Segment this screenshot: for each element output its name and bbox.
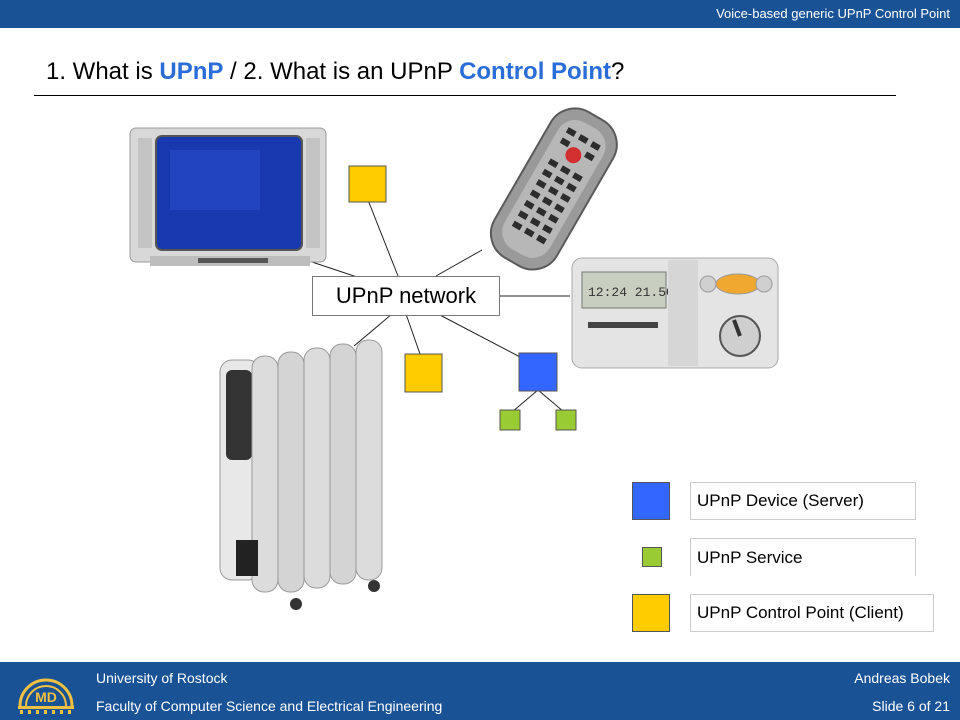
network-links [299,199,570,413]
legend-label-service: UPnP Service [690,538,916,576]
service-node-left [499,409,521,431]
legend-swatch-device [632,482,670,520]
svg-text:12:24 21.5C: 12:24 21.5C [588,285,674,300]
link-device [437,313,523,359]
footer-author: Andreas Bobek [854,670,950,686]
legend-swatch-service [642,547,662,567]
link-control-point-bottom [405,313,421,355]
link-remote [435,249,483,277]
header-bar: Voice-based generic UPnP Control Point [0,0,960,28]
slide-title: 1. What is UPnP / 2. What is an UPnP Con… [46,58,624,86]
control-point-node-bottom [404,353,443,393]
tv-illustration [129,127,327,266]
remote-illustration [489,107,618,271]
logo-text: MD [35,689,57,705]
legend-swatch-control-point [632,594,670,632]
legend-label-device: UPnP Device (Server) [690,482,916,520]
heater-illustration [219,339,383,610]
upnp-network-box: UPnP network [312,276,500,316]
footer-university: University of Rostock [96,670,228,686]
title-highlight-upnp: UPnP [159,58,224,85]
link-service-left [511,389,539,413]
legend-label-control-point: UPnP Control Point (Client) [690,594,934,632]
footer-faculty: Faculty of Computer Science and Electric… [96,698,443,714]
title-highlight-control-point: Control Point [459,58,612,85]
university-logo: MD [18,678,74,714]
device-node [518,352,558,392]
title-text-3: ? [611,58,625,85]
thermostat-illustration: 12:24 21.5C [571,257,779,369]
presentation-title: Voice-based generic UPnP Control Point [716,6,950,21]
title-divider [34,95,896,96]
title-text-2: / 2. What is an UPnP [223,58,460,85]
link-heater [353,313,393,347]
link-service-right [537,389,565,413]
title-text-1: 1. What is [46,58,160,85]
service-node-right [555,409,577,431]
footer-slide-number: Slide 6 of 21 [872,698,950,714]
link-control-point-top [367,199,399,277]
control-point-node-top [348,165,387,203]
footer-bar: MD University of Rostock Faculty of Comp… [0,662,960,720]
